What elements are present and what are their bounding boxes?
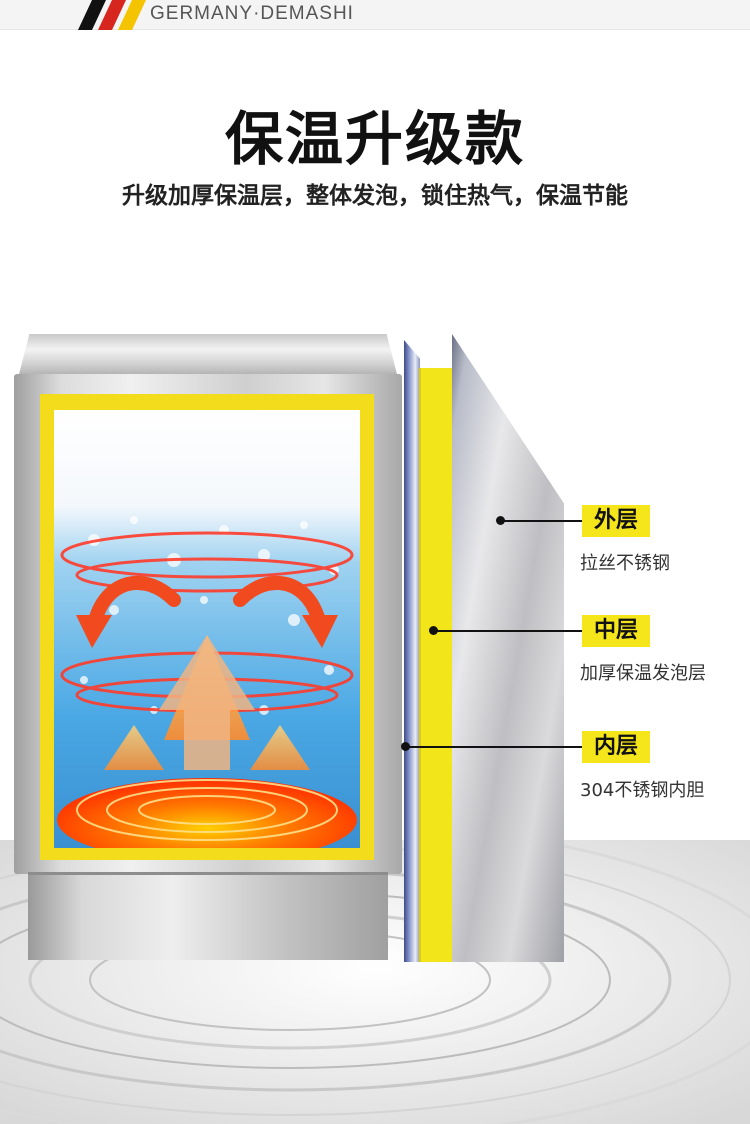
heating-illustration [54,410,360,848]
brand-bar: GERMANY·DEMASHI [0,0,750,30]
middle-layer-tag: 中层 [582,615,651,647]
middle-layer-slice [419,368,455,962]
outer-callout-line [500,520,582,522]
middle-callout-line [433,630,582,632]
page-subtitle: 升级加厚保温层，整体发泡，锁住热气，保温节能 [122,183,628,209]
brand-name: GERMANY·DEMASHI [150,3,354,24]
curved-arrow-icon [76,575,338,648]
outer-layer-tag: 外层 [582,505,651,537]
inner-layer-tag: 内层 [582,731,651,763]
middle-layer-desc: 加厚保温发泡层 [580,663,706,684]
outer-layer-slice [452,334,564,962]
brand-stripes-icon [78,0,146,30]
inner-layer-desc: 304不锈钢内胆 [580,780,705,801]
page-title: 保温升级款 [224,105,525,173]
inner-callout-line [405,746,582,748]
outer-layer-desc: 拉丝不锈钢 [580,553,670,574]
pot-base [28,872,388,960]
inner-layer-slice [404,340,420,962]
up-arrow-icon [159,635,255,770]
pot-lid [18,334,398,378]
